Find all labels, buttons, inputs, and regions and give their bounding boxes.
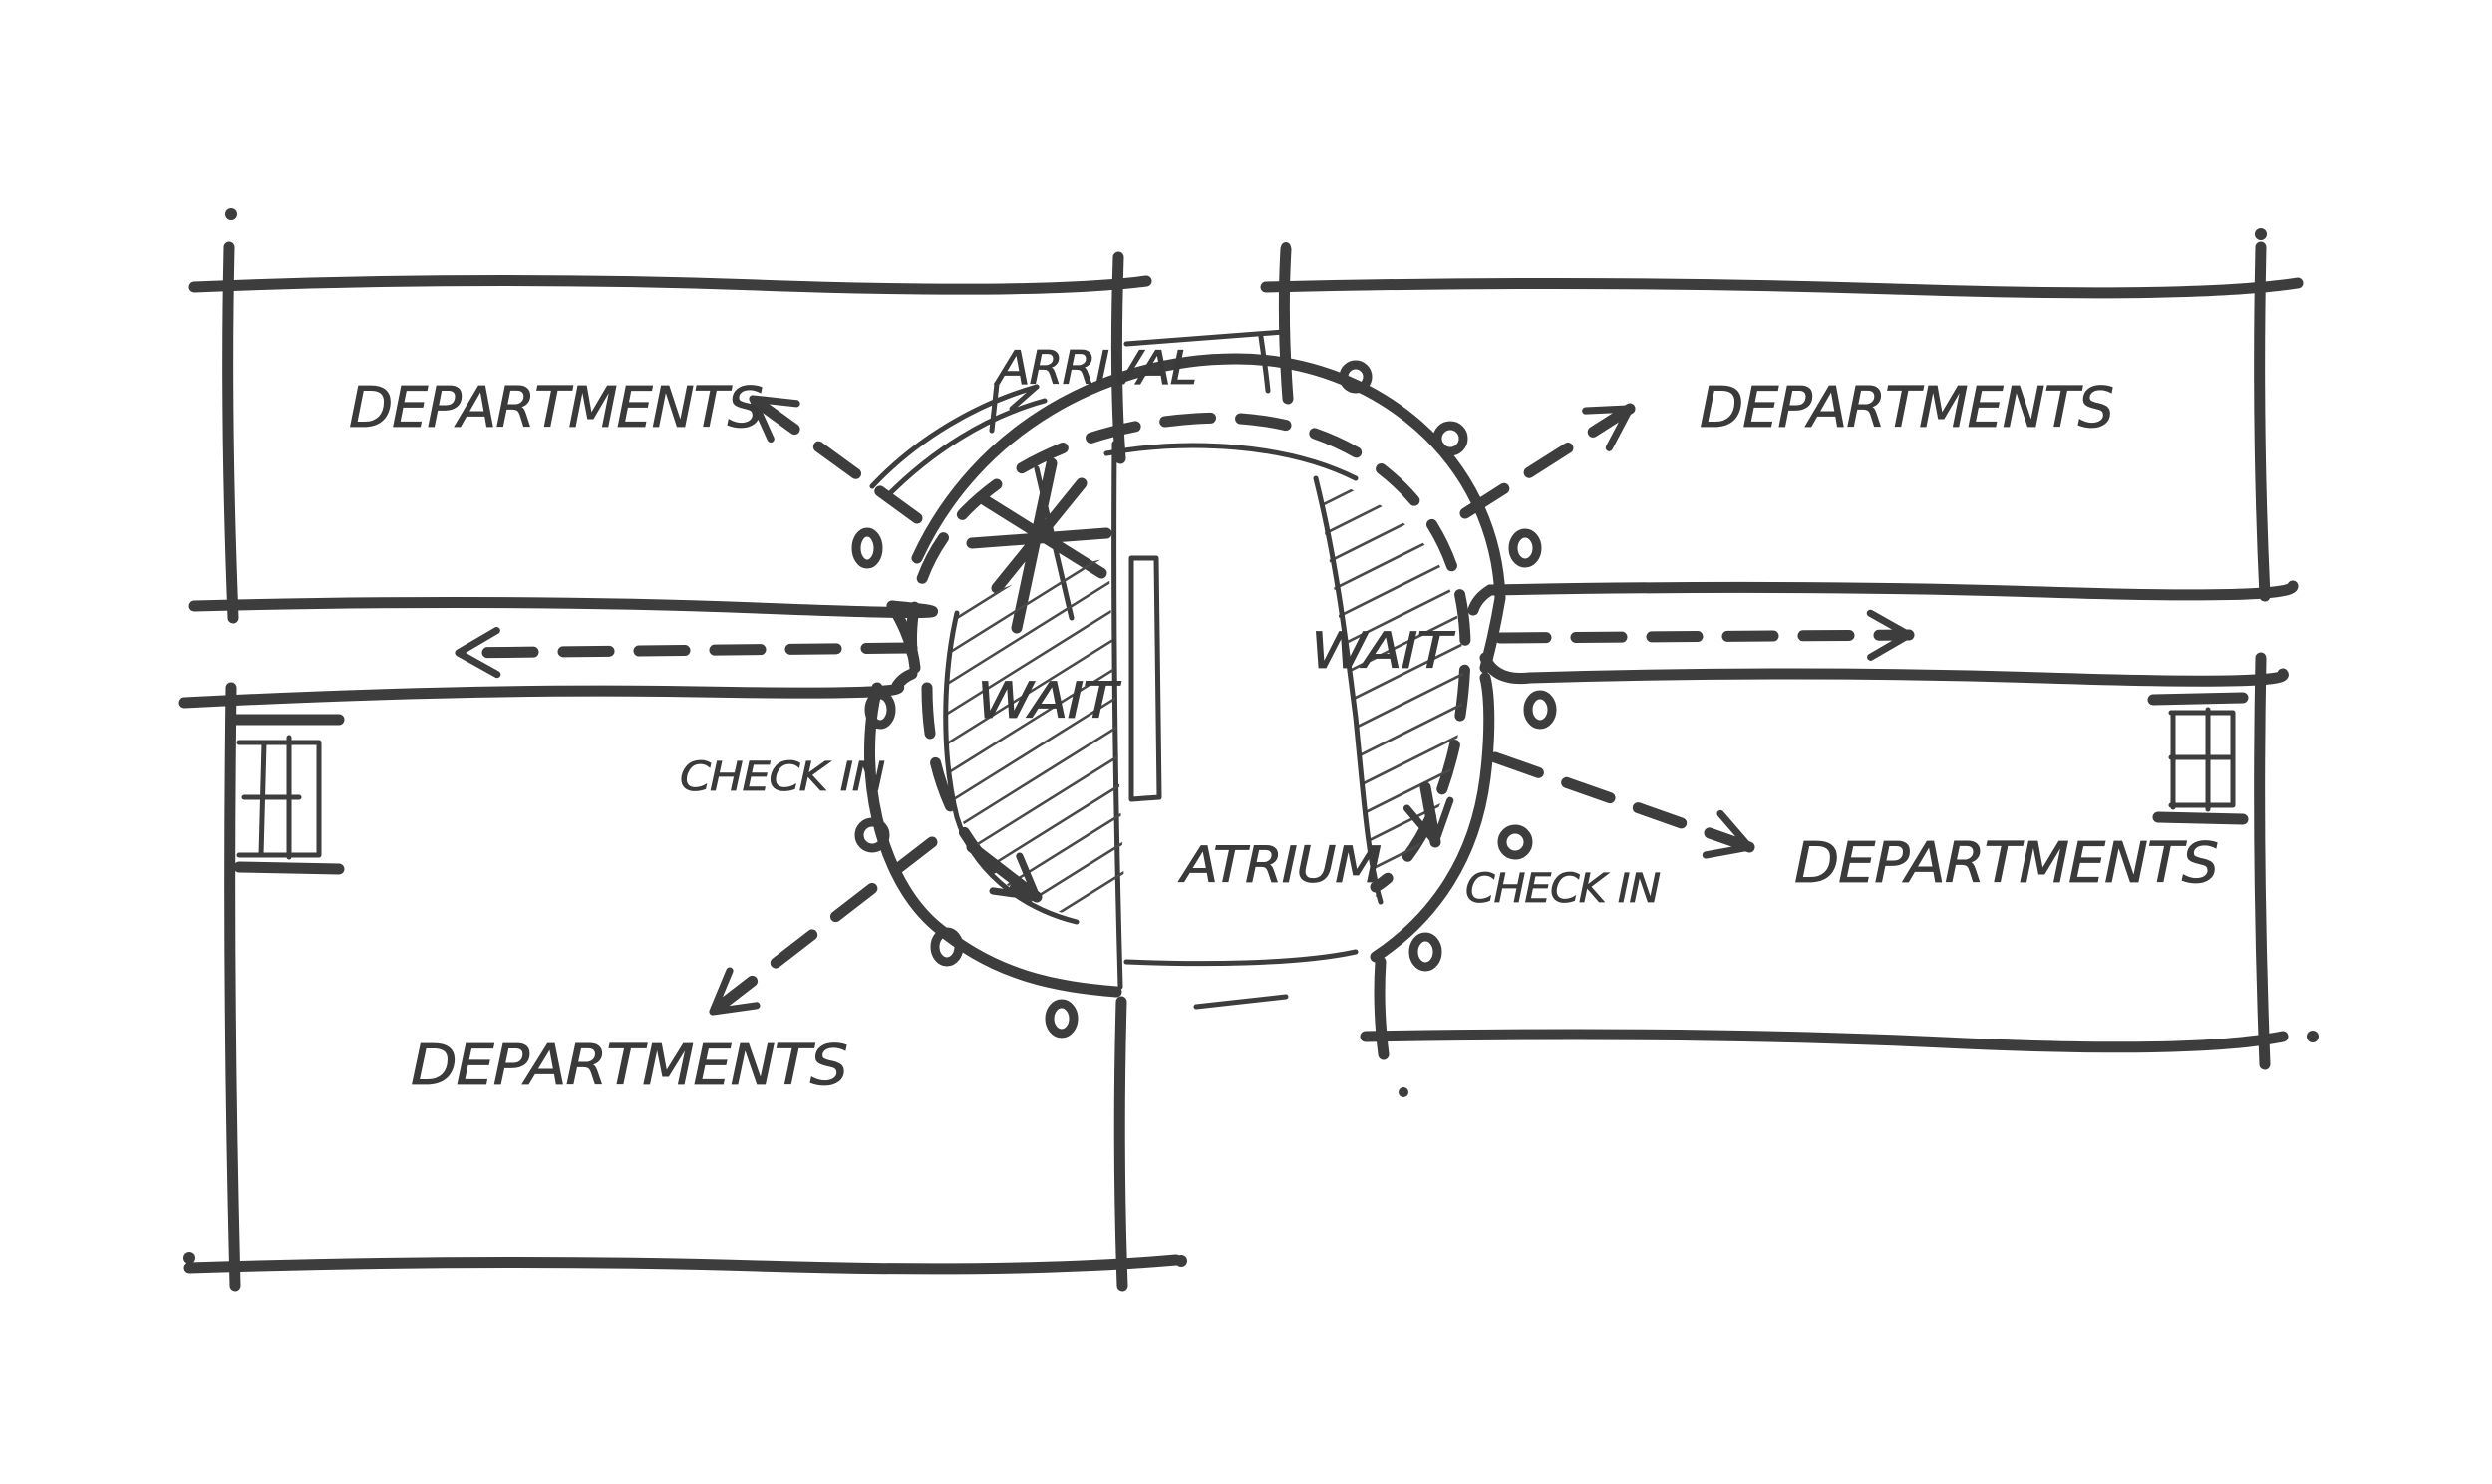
- label-departments-top-left: DEPARTMENTS: [349, 376, 763, 441]
- arrival-canopy: [869, 329, 1287, 501]
- flow-arrow-bottom-right: [1489, 751, 1755, 859]
- column-marker: [851, 527, 883, 569]
- atrium-circle: [864, 353, 1506, 1010]
- label-wait-left: WAIT: [977, 672, 1121, 730]
- column-marker: [864, 690, 896, 730]
- stair-left: [229, 714, 345, 875]
- column-marker: [1045, 999, 1079, 1039]
- label-departments-right: DEPARTMENTS: [1794, 831, 2218, 896]
- label-arrival: ARRIVAL: [994, 341, 1196, 395]
- plan-labels: DEPARTMENTS DEPARTMENTS DEPARTMENTS DEPA…: [349, 341, 2220, 1099]
- star-sculpture-icon: [966, 457, 1112, 634]
- center-divider: [1111, 441, 1162, 990]
- label-departments-bottom-left: DEPARTMENTS: [411, 1034, 847, 1098]
- flow-arrow-left-corridor: [453, 627, 918, 679]
- label-wait-right: WAIT: [1311, 622, 1455, 680]
- column-marker: [1408, 932, 1442, 972]
- flow-arrow-top-right: [1459, 403, 1636, 519]
- column-marker: [930, 927, 964, 967]
- column-marker: [1432, 421, 1468, 456]
- wing-top-right: [1260, 241, 2304, 602]
- column-marker: [1523, 690, 1557, 730]
- flow-arrow-top-left: [747, 393, 923, 524]
- stair-right: [2147, 692, 2249, 825]
- column-marker: [854, 817, 890, 853]
- label-check-in-left: CHECK IN: [680, 754, 884, 800]
- column-marker: [1497, 824, 1533, 860]
- label-departments-top-right: DEPARTMENTS: [1700, 376, 2113, 441]
- column-marker: [1339, 360, 1373, 394]
- flow-arrow-right-corridor: [1494, 609, 1915, 661]
- wing-bottom-right: [1360, 652, 2289, 1070]
- flow-arrow-checkin-left: [966, 841, 1043, 903]
- wait-area-outline-right: [1313, 475, 1384, 905]
- label-check-in-right: CHECK IN: [1465, 866, 1660, 912]
- circulation-arrows: [453, 393, 1915, 1018]
- column-marker: [1508, 528, 1542, 568]
- flow-arrow-checkin-right: [1402, 781, 1454, 848]
- pen-dots: [183, 208, 2319, 1267]
- flow-arrow-bottom-left: [707, 836, 938, 1018]
- label-atrium: ATRIUM: [1178, 836, 1381, 894]
- columns: [851, 360, 1557, 1039]
